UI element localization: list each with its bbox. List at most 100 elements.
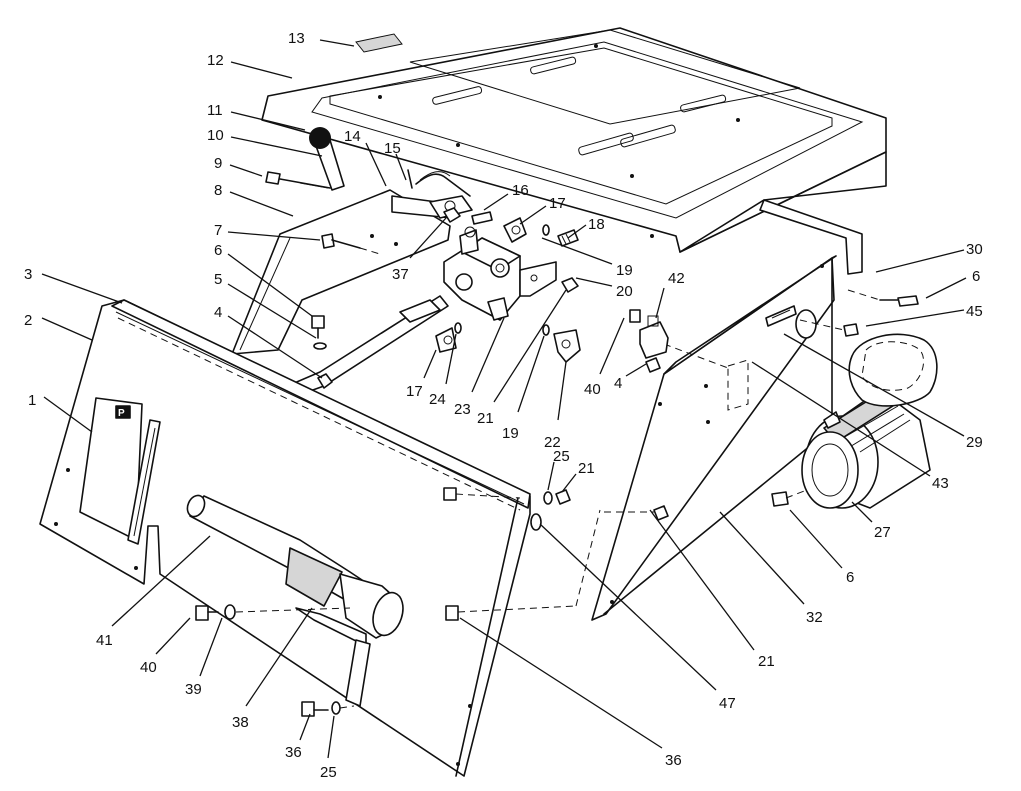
- callout-label-6: 6: [846, 569, 854, 586]
- callout-label-21: 21: [578, 460, 595, 477]
- fitting-17-lower: [435, 327, 457, 353]
- callout-label-8: 8: [214, 182, 222, 199]
- callout-leader-22: [557, 361, 567, 421]
- callout-leader-6: [789, 509, 843, 569]
- callout-label-21: 21: [758, 653, 775, 670]
- callout-leader-39: [199, 617, 223, 677]
- callout-label-23: 23: [454, 401, 471, 418]
- callout-label-12: 12: [207, 52, 224, 69]
- motor-end-cover: [848, 333, 938, 407]
- callout-label-40: 40: [584, 381, 601, 398]
- callout-leader-3: [41, 273, 123, 304]
- callout-label-1: 1: [28, 392, 36, 409]
- control-lever: [309, 127, 345, 191]
- svg-text:P: P: [118, 408, 125, 419]
- callout-label-19: 19: [502, 425, 519, 442]
- callout-leader-4: [625, 363, 647, 377]
- callout-leader-6: [227, 253, 313, 317]
- bracket-20: [519, 261, 557, 297]
- callout-label-9: 9: [214, 155, 222, 172]
- callout-label-45: 45: [966, 303, 983, 320]
- callout-leader-18: [567, 224, 587, 239]
- callout-label-3: 3: [24, 266, 32, 283]
- callout-leader-43: [751, 361, 931, 477]
- callout-leader-38: [245, 607, 313, 707]
- callout-label-30: 30: [966, 241, 983, 258]
- nut-21-upper: [561, 277, 579, 293]
- callout-label-17: 17: [406, 383, 423, 400]
- callout-leader-47: [539, 523, 717, 691]
- callout-leader-2: [41, 317, 93, 341]
- top-cover-plate: [261, 27, 887, 275]
- callout-label-36: 36: [665, 752, 682, 769]
- callout-leader-29: [783, 333, 965, 437]
- right-side-panel: [591, 255, 837, 621]
- callout-leader-25: [327, 715, 335, 759]
- callout-leader-5: [227, 283, 317, 339]
- callout-leader-14: [365, 142, 387, 187]
- callout-leader-15: [395, 153, 407, 181]
- cylinder-rod: [295, 607, 367, 647]
- hinge-fasteners: [530, 489, 571, 531]
- bolt-9: [265, 171, 331, 189]
- callout-leader-21: [493, 289, 567, 403]
- right-fasteners: [604, 289, 919, 521]
- callout-label-5: 5: [214, 271, 222, 288]
- callout-label-2: 2: [24, 312, 32, 329]
- callout-leader-45: [865, 309, 965, 327]
- callout-label-25: 25: [553, 448, 570, 465]
- lower-fasteners: [195, 487, 601, 717]
- electric-motor: [801, 389, 931, 509]
- callout-label-4: 4: [614, 375, 622, 392]
- callout-leader-20: [575, 277, 613, 287]
- callout-label-6: 6: [214, 242, 222, 259]
- callout-leader-27: [851, 501, 873, 523]
- callout-label-11: 11: [207, 102, 223, 119]
- callout-leader-42: [655, 287, 665, 319]
- callout-leader-21: [561, 473, 577, 493]
- hydraulic-valve-body: [443, 226, 521, 321]
- callout-label-6: 6: [972, 268, 980, 285]
- callout-leaders: [41, 39, 967, 759]
- callout-label-32: 32: [806, 609, 823, 626]
- callout-label-38: 38: [232, 714, 249, 731]
- callout-leader-40: [599, 317, 625, 375]
- o-ring-19-lower: [542, 324, 550, 336]
- callout-leader-6: [925, 277, 967, 299]
- fitting-22: [553, 329, 581, 363]
- callout-label-29: 29: [966, 434, 983, 451]
- nut-37: [443, 207, 461, 223]
- callout-leader-32: [719, 511, 805, 605]
- callout-leader-13: [319, 39, 355, 47]
- callout-label-47: 47: [719, 695, 736, 712]
- callout-leader-37: [409, 217, 447, 259]
- callout-label-25: 25: [320, 764, 337, 781]
- callout-leader-25: [547, 461, 555, 491]
- pin-16: [471, 211, 493, 225]
- callout-leader-1: [43, 396, 93, 433]
- callout-leader-9: [229, 164, 263, 177]
- hydraulic-cylinder: [186, 494, 404, 639]
- control-linkage: [391, 169, 473, 219]
- callout-leader-36: [299, 713, 311, 741]
- callout-leader-21: [649, 509, 755, 651]
- callout-leader-36: [459, 617, 663, 749]
- callout-label-40: 40: [140, 659, 157, 676]
- o-ring-24: [454, 322, 462, 334]
- label-plate: [355, 33, 403, 53]
- callout-label-36: 36: [285, 744, 302, 761]
- o-ring-19-upper: [542, 224, 550, 236]
- left-side-bracket: [231, 189, 451, 355]
- bolt-7: [321, 233, 381, 255]
- callout-label-24: 24: [429, 391, 446, 408]
- relay-42: [629, 309, 669, 373]
- callout-leader-4: [227, 315, 323, 379]
- callout-leader-17: [519, 205, 547, 225]
- callout-label-41: 41: [96, 632, 113, 649]
- callout-leader-10: [230, 136, 323, 157]
- callout-label-43: 43: [932, 475, 949, 492]
- callout-label-19: 19: [616, 262, 633, 279]
- callout-label-27: 27: [874, 524, 891, 541]
